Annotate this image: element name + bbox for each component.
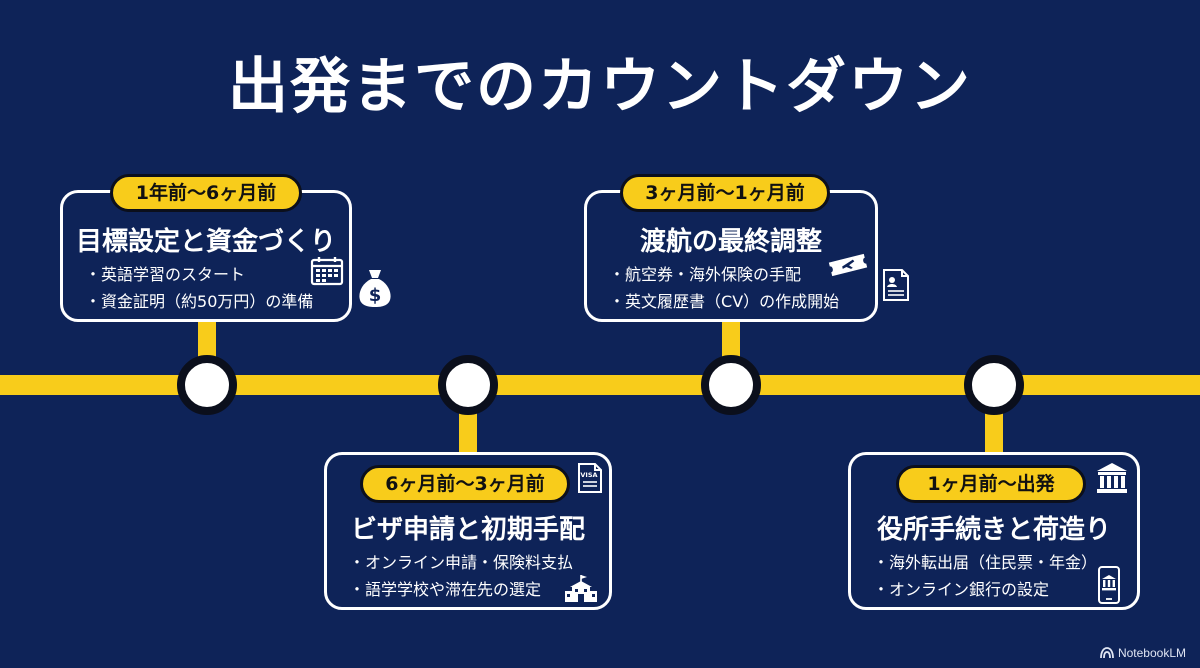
milestone-items: 海外転出届（住民票・年金） オンライン銀行の設定 [873,549,1097,603]
timeline-node-3 [701,355,761,415]
notebooklm-logo-icon [1100,647,1114,659]
milestone-item: 英語学習のスタート [85,261,313,288]
milestone-card-3: 渡航の最終調整 航空券・海外保険の手配 英文履歴書（CV）の作成開始 [584,190,878,322]
money-bag-icon: $ [359,270,391,307]
timeline-node-4 [964,355,1024,415]
visa-label: VISA [580,471,597,479]
milestone-period-1: 1年前〜6ヶ月前 [110,174,302,212]
brand-label: NotebookLM [1117,646,1186,660]
milestone-item: オンライン申請・保険料支払 [349,549,573,576]
resume-document-icon [883,269,909,301]
timeline-node-1 [177,355,237,415]
timeline-node-2 [438,355,498,415]
page-title: 出発までのカウントダウン [228,52,972,122]
milestone-heading: 役所手続きと荷造り [876,515,1111,545]
calendar-icon [310,257,344,286]
milestone-item: 資金証明（約50万円）の準備 [85,288,313,315]
milestone-period-3: 3ヶ月前〜1ヶ月前 [620,174,830,212]
milestone-item: オンライン銀行の設定 [873,576,1097,603]
milestone-period-2: 6ヶ月前〜3ヶ月前 [360,465,570,503]
milestone-heading: ビザ申請と初期手配 [350,515,585,545]
milestone-items: 英語学習のスタート 資金証明（約50万円）の準備 [85,261,313,315]
plane-ticket-icon [828,253,868,277]
milestone-item: 海外転出届（住民票・年金） [873,549,1097,576]
timeline-line [0,375,1200,395]
visa-document-icon: VISA [578,463,602,493]
mobile-bank-icon [1098,566,1120,604]
school-building-icon [565,575,597,602]
milestone-period-4: 1ヶ月前〜出発 [896,465,1086,503]
city-hall-icon [1097,463,1127,493]
svg-text:$: $ [369,285,382,306]
milestone-heading: 渡航の最終調整 [639,227,822,257]
milestone-items: オンライン申請・保険料支払 語学学校や滞在先の選定 [349,549,573,603]
milestone-item: 語学学校や滞在先の選定 [349,576,573,603]
milestone-item: 英文履歴書（CV）の作成開始 [609,288,839,315]
milestone-heading: 目標設定と資金づくり [75,227,336,257]
milestone-items: 航空券・海外保険の手配 英文履歴書（CV）の作成開始 [609,261,839,315]
brand-watermark: NotebookLM [1100,646,1186,660]
milestone-item: 航空券・海外保険の手配 [609,261,839,288]
milestone-card-1: 目標設定と資金づくり 英語学習のスタート 資金証明（約50万円）の準備 [60,190,352,322]
